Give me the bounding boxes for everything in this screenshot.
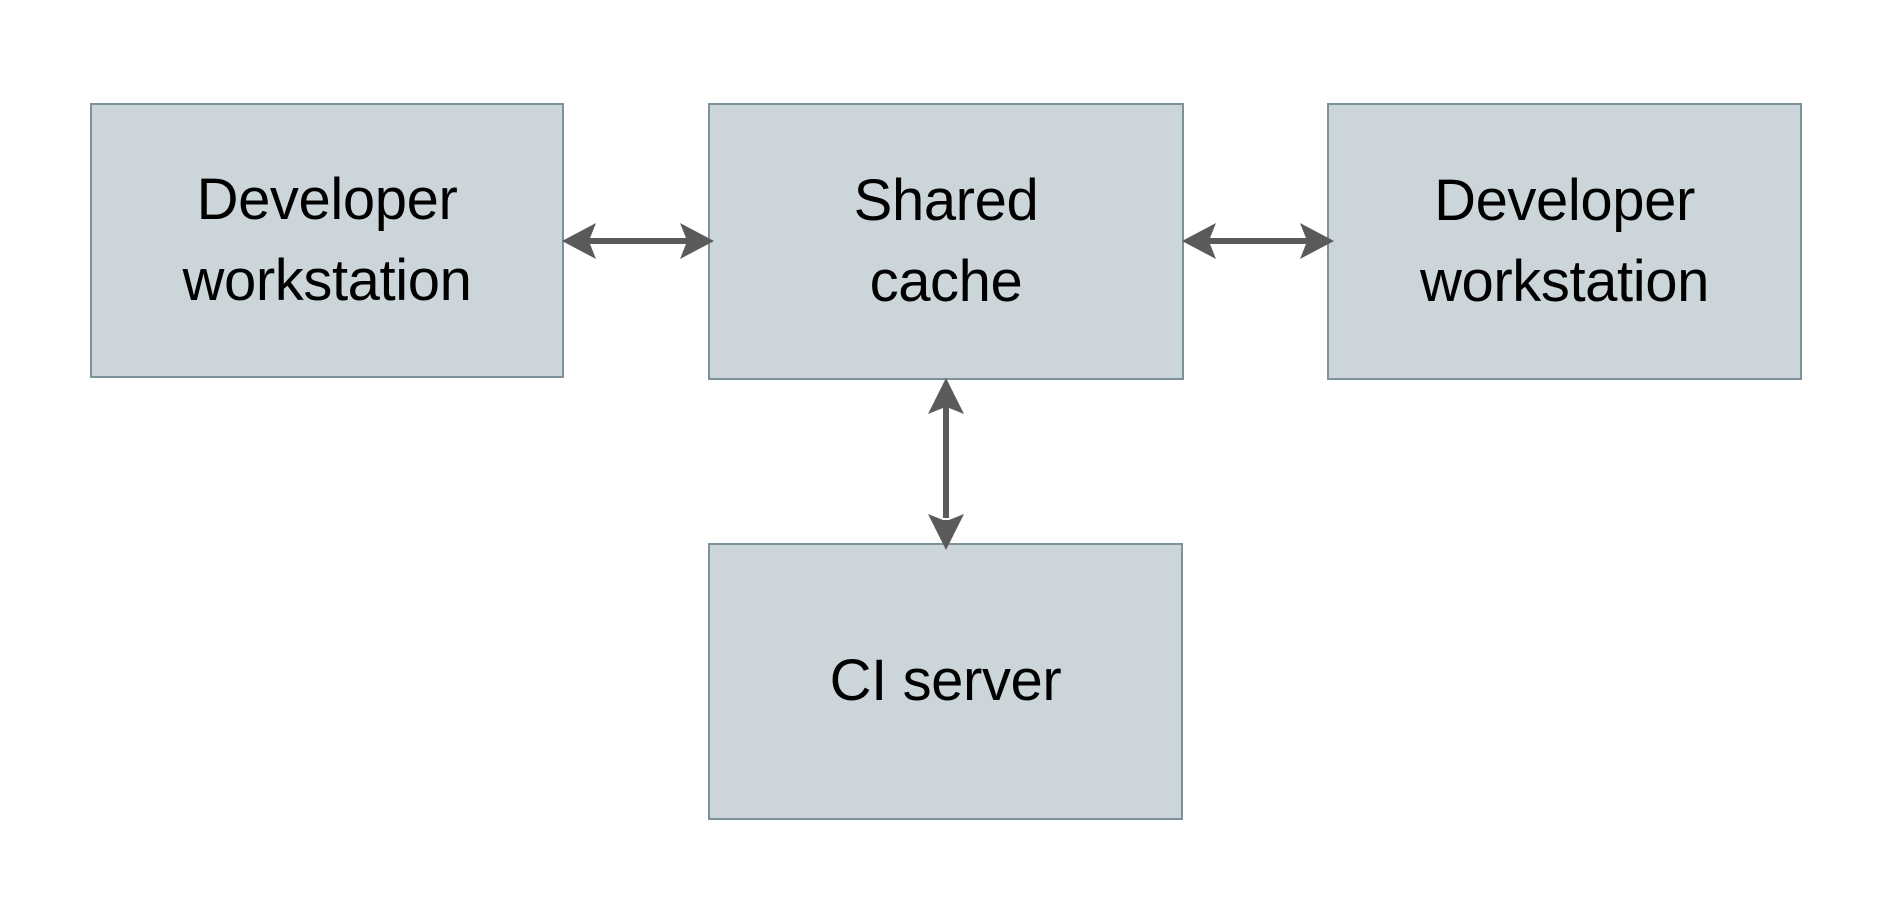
node-shared-cache[interactable]: Shared cache — [708, 103, 1184, 380]
node-label: CI server — [829, 648, 1062, 714]
node-label: Shared cache — [853, 168, 1039, 314]
edge-shared-cache-to-ci-server — [928, 378, 964, 550]
edge-developer-left-to-shared-cache — [562, 223, 714, 259]
node-label: Developer workstation — [1420, 168, 1709, 314]
node-developer-workstation-left[interactable]: Developer workstation — [90, 103, 564, 378]
arrow-line-left — [562, 223, 686, 259]
node-developer-workstation-right[interactable]: Developer workstation — [1327, 103, 1802, 380]
arrow-line-vertical — [928, 378, 964, 518]
arrow-line-left — [1182, 223, 1306, 259]
node-label: Developer workstation — [182, 167, 472, 313]
edge-shared-cache-to-developer-right — [1182, 223, 1334, 259]
node-ci-server[interactable]: CI server — [708, 543, 1183, 820]
